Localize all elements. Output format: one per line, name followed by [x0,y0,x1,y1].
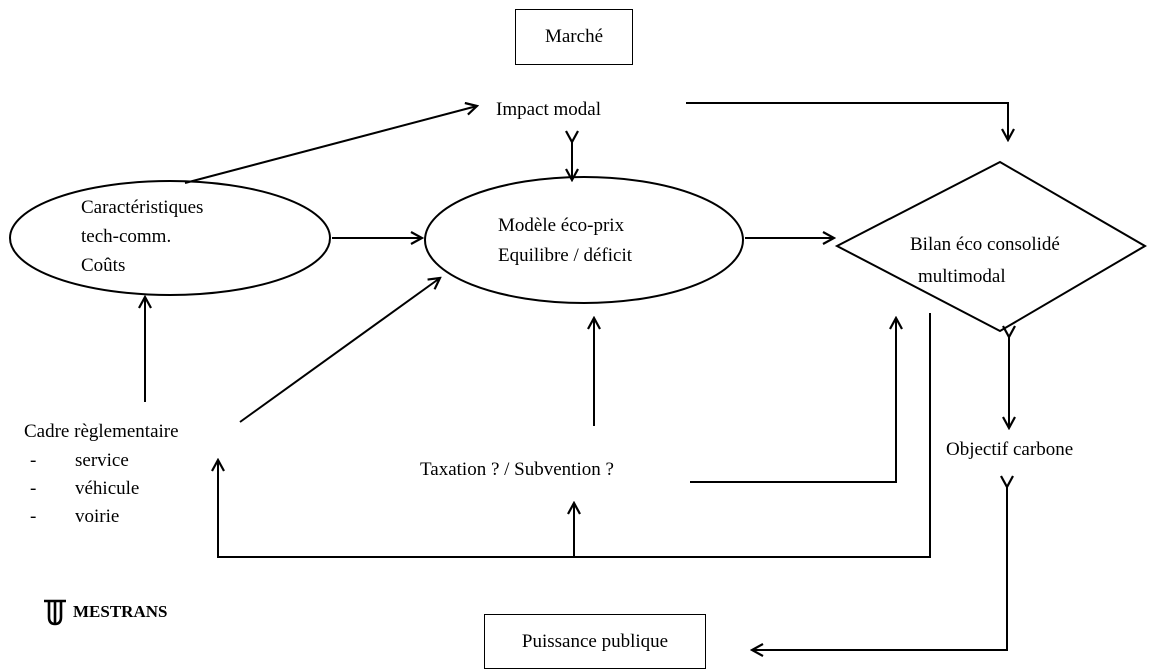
cadre-item: -service [30,450,129,471]
bilan-line-2: multimodal [918,266,1006,287]
mestrans-emblem-icon [44,599,66,626]
objectif-carbone-label: Objectif carbone [946,439,1074,460]
modele-line-2: Equilibre / déficit [498,245,633,266]
marche-box: Marché [515,9,633,65]
bilan-diamond [834,160,1147,333]
caracteristiques-line-3: Coûts [81,255,126,276]
arrow-objectif-puissance-double [752,487,1007,650]
caracteristiques-label: Caractéristiques tech-comm. Coûts [81,193,203,280]
arrow-carac-to-impact [184,106,477,184]
mestrans-logo: MESTRANS [41,597,167,627]
arrow-impact-to-bilan [686,102,1008,140]
puissance-publique-box: Puissance publique [484,614,706,669]
caracteristiques-line-2: tech-comm. [81,226,172,247]
cadre-title: Cadre règlementaire [24,421,179,442]
bilan-line-1: Bilan éco consolidé [910,234,1060,255]
bilan-label: Bilan éco consolidé multimodal [910,229,1060,293]
taxation-label: Taxation ? / Subvention ? [420,459,614,480]
caracteristiques-ellipse [9,180,331,296]
cadre-item: -véhicule [30,478,140,499]
modele-label: Modèle éco-prix Equilibre / déficit [498,211,632,271]
mestrans-logo-text: MESTRANS [73,602,168,621]
impact-modal-label: Impact modal [496,99,601,120]
cadre-item: -voirie [30,506,120,527]
modele-ellipse [424,176,744,304]
cadre-items-list: -service -véhicule -voirie [24,447,139,531]
arrow-cadre-to-modele [239,278,440,423]
marche-label: Marché [544,26,604,47]
arrow-taxation-to-bilan [690,318,896,483]
modele-line-1: Modèle éco-prix [498,215,625,236]
puissance-publique-label: Puissance publique [521,630,669,652]
caracteristiques-line-1: Caractéristiques [81,197,204,218]
